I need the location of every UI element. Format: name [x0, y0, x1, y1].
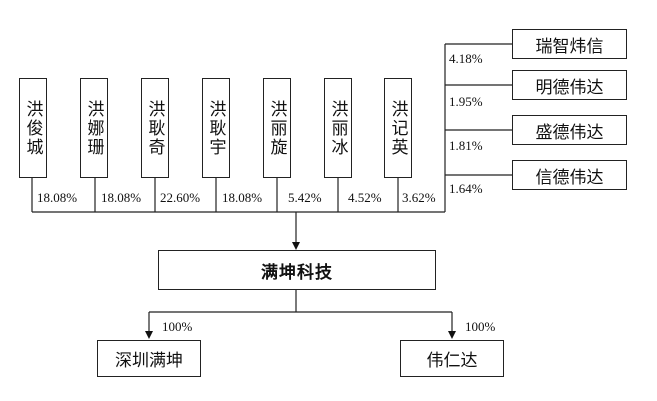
shareholder-box-1: 洪俊城 [19, 78, 47, 178]
platform-name: 信德伟达 [535, 167, 604, 188]
platform-box-3: 盛德伟达 [512, 115, 627, 145]
subsidiary-name: 深圳满坤 [115, 351, 183, 371]
shareholder-name: 洪娜珊 [83, 99, 104, 157]
company-name: 满坤科技 [261, 262, 333, 283]
shareholder-name: 洪丽旋 [266, 99, 287, 157]
shareholder-box-2: 洪娜珊 [80, 78, 108, 178]
subsidiary-box-2: 伟仁达 [400, 340, 504, 377]
subsidiary-name: 伟仁达 [426, 351, 478, 371]
shareholder-pct-5: 5.42% [288, 190, 322, 205]
subsidiary-pct-2: 100% [465, 319, 496, 334]
company-box: 满坤科技 [158, 250, 436, 290]
platform-box-2: 明德伟达 [512, 70, 627, 100]
shareholder-pct-1: 18.08% [37, 190, 78, 205]
platform-pct-2: 1.95% [449, 94, 483, 109]
shareholder-pct-7: 3.62% [402, 190, 436, 205]
platform-pct-3: 1.81% [449, 138, 483, 153]
shareholder-pct-3: 22.60% [160, 190, 201, 205]
subsidiary-pct-1: 100% [162, 319, 193, 334]
platform-box-1: 瑞智炜信 [512, 29, 627, 59]
shareholder-name: 洪记英 [387, 99, 408, 157]
platform-name: 明德伟达 [535, 77, 604, 98]
subsidiary-box-1: 深圳满坤 [97, 340, 201, 377]
shareholder-name: 洪俊城 [22, 99, 43, 157]
shareholder-pct-6: 4.52% [348, 190, 382, 205]
shareholder-name: 洪耿宇 [205, 99, 226, 157]
shareholder-pct-4: 18.08% [222, 190, 263, 205]
platform-name: 瑞智炜信 [535, 36, 604, 57]
platform-box-4: 信德伟达 [512, 160, 627, 190]
shareholder-box-4: 洪耿宇 [202, 78, 230, 178]
shareholder-box-6: 洪丽冰 [324, 78, 352, 178]
shareholder-box-5: 洪丽旋 [263, 78, 291, 178]
platform-name: 盛德伟达 [535, 122, 604, 143]
platform-pct-4: 1.64% [449, 181, 483, 196]
shareholder-box-7: 洪记英 [384, 78, 412, 178]
shareholder-pct-2: 18.08% [101, 190, 142, 205]
platform-pct-1: 4.18% [449, 51, 483, 66]
shareholder-name: 洪丽冰 [327, 99, 348, 157]
shareholder-name: 洪耿奇 [144, 99, 165, 157]
shareholder-box-3: 洪耿奇 [141, 78, 169, 178]
